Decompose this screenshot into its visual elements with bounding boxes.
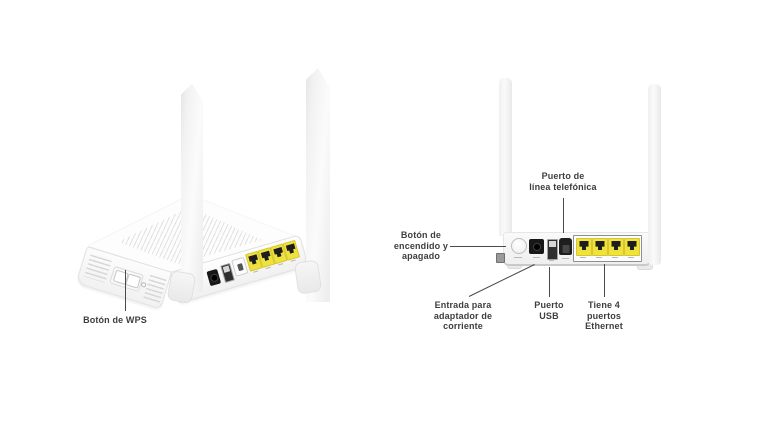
router-foot — [507, 263, 522, 269]
port-label-mark — [549, 260, 554, 261]
ethernet-port — [576, 238, 592, 256]
phone-port-caption: Puerto de línea telefónica — [529, 171, 597, 192]
ethernet-port — [592, 238, 608, 256]
wps-button-bezel — [109, 265, 145, 293]
port-label-mark — [533, 257, 540, 258]
usb-port — [547, 239, 558, 260]
power-jack — [206, 268, 222, 287]
usb-blade — [222, 265, 231, 273]
ethernet-port-group — [573, 235, 642, 262]
power-button-leader-line — [450, 246, 506, 247]
usb-blade — [549, 241, 556, 247]
ethernet-opening — [595, 241, 605, 250]
ethernet-leader-line — [604, 264, 605, 297]
ethernet-opening — [285, 243, 296, 254]
power-inlet-caption: Entrada para adaptador de corriente — [433, 300, 493, 331]
power-inlet-leader-line — [468, 264, 535, 297]
ethernet-opening — [260, 251, 271, 262]
wps-caption: Botón de WPS — [83, 315, 147, 325]
antenna-hinge-right — [293, 259, 323, 295]
ethernet-port — [624, 238, 640, 256]
phone-port-slot — [236, 262, 244, 271]
wlan-button — [125, 273, 142, 289]
power-jack-hole — [532, 242, 541, 251]
port-label-mark — [596, 257, 602, 258]
antenna-left — [181, 84, 203, 292]
ethernet-opening — [579, 241, 589, 250]
usb-port-caption: Puerto USB — [534, 300, 564, 321]
router-foot — [637, 263, 653, 270]
side-vents-right — [143, 274, 167, 304]
antenna-right — [648, 84, 661, 265]
port-label-mark — [580, 257, 586, 258]
power-jack-hole — [208, 272, 219, 283]
ethernet-opening — [273, 247, 284, 258]
port-label-mark — [562, 258, 569, 259]
port-label-mark — [290, 259, 296, 262]
base-sticker — [496, 253, 505, 263]
ethernet-opening — [248, 254, 259, 265]
phone-port-slot — [562, 245, 569, 253]
port-label-mark — [514, 257, 522, 258]
power-button — [511, 238, 527, 254]
port-label-mark — [253, 270, 259, 273]
usb-leader-line — [549, 267, 550, 297]
port-label-mark — [278, 263, 284, 266]
phone-leader-line — [563, 198, 564, 233]
port-label-mark — [612, 257, 618, 258]
ethernet-port — [608, 238, 624, 256]
port-label-mark — [628, 257, 634, 258]
port-label-mark — [265, 266, 271, 270]
antenna-left — [499, 78, 512, 236]
rear-port-panel — [503, 232, 651, 266]
phone-port — [559, 238, 572, 255]
wps-leader-line — [125, 270, 126, 311]
ethernet-ports-caption: Tiene 4 puertos Ethernet — [585, 300, 623, 331]
ethernet-opening — [611, 241, 621, 250]
ethernet-opening — [627, 241, 637, 250]
power-button-caption: Botón de encendido y apagado — [393, 230, 449, 261]
power-jack — [529, 239, 544, 254]
side-vents-left — [83, 254, 112, 283]
